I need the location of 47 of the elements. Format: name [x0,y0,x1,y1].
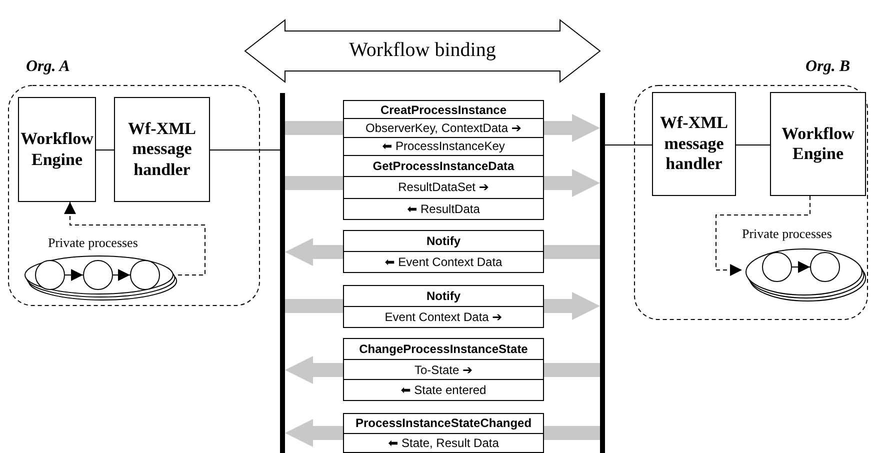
engine-box: Workflow Engine [770,92,866,196]
stack-label: Private processes [742,226,832,242]
arrow [112,269,130,281]
engine-box: Workflow Engine [18,97,96,202]
message-name: GetProcessInstanceData [372,158,516,176]
message-box [343,230,544,273]
message-parameter: ResultDataSet ➔ [344,176,543,198]
binding-bar [280,93,285,453]
message-parameter: Event Context Data ➔ [344,306,543,327]
organization-boundary [8,58,260,306]
message-parameter: ObserverKey, ContextData ➔ [344,118,543,137]
message-box [343,338,544,401]
arrow [716,196,810,276]
connector-line [736,144,770,146]
engine-box: Wf-XML message handler [114,97,210,202]
organization-boundary [634,58,868,320]
message-parameter: ⬅ ResultData [344,198,543,219]
message-flow-arrow [285,356,343,384]
message-name: CreatProcessInstance [379,102,508,118]
stack-label: Private processes [48,235,138,251]
binding-label: Workflow binding [348,39,497,62]
message-box [343,285,544,328]
message-flow-arrow [544,114,600,142]
message-box [343,155,544,220]
message-name: Notify [426,288,462,305]
organization-label: Org. A [26,58,70,76]
message-parameter: ⬅ State entered [344,379,543,400]
message-name: Notify [426,233,462,250]
message-name: ProcessInstanceStateChanged [354,415,533,432]
binding-bar [600,93,605,453]
organization-label: Org. B [806,58,850,76]
message-parameter: To-State ➔ [344,358,543,380]
message-name: ChangeProcessInstanceState [358,340,529,358]
engine-box: Wf-XML message handler [652,92,736,196]
message-flow-arrow [544,292,600,320]
message-box [343,100,544,156]
double-arrow [245,20,600,82]
message-flow-arrow [285,238,343,266]
message-parameter: ⬅ State, Result Data [344,432,543,452]
message-box [343,413,544,453]
arrow [64,269,84,281]
arrow [792,261,810,273]
message-flow-arrow [544,169,600,197]
message-flow-arrow [285,419,343,447]
connector-line [604,144,652,146]
message-parameter: ⬅ Event Context Data [344,251,543,272]
arrow [64,202,206,276]
